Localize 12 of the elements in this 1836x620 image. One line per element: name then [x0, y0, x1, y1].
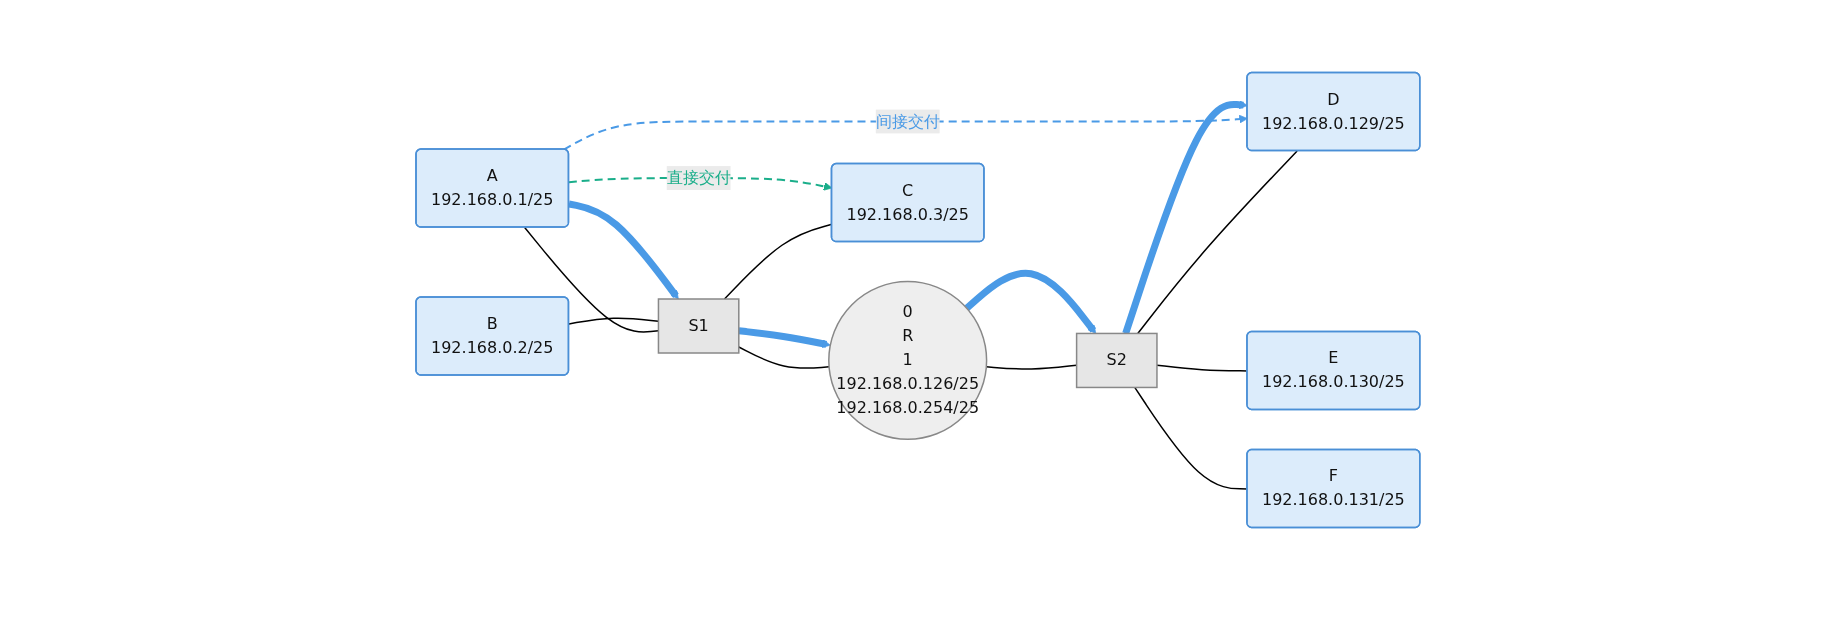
- node-box: S2: [1075, 332, 1158, 389]
- arrow: [568, 200, 679, 300]
- connector: [1137, 150, 1298, 335]
- node-circle: 0 R 1 192.168.0.126/25 192.168.0.254/25: [828, 280, 988, 441]
- edge-label: 间接交付: [875, 111, 940, 131]
- arrow: [562, 114, 1248, 151]
- node-box: S1: [657, 298, 740, 354]
- arrow: [738, 327, 831, 348]
- connector: [738, 346, 830, 369]
- edge-label: 直接交付: [666, 168, 731, 188]
- arrow: [1122, 100, 1248, 335]
- arrow: [964, 269, 1097, 334]
